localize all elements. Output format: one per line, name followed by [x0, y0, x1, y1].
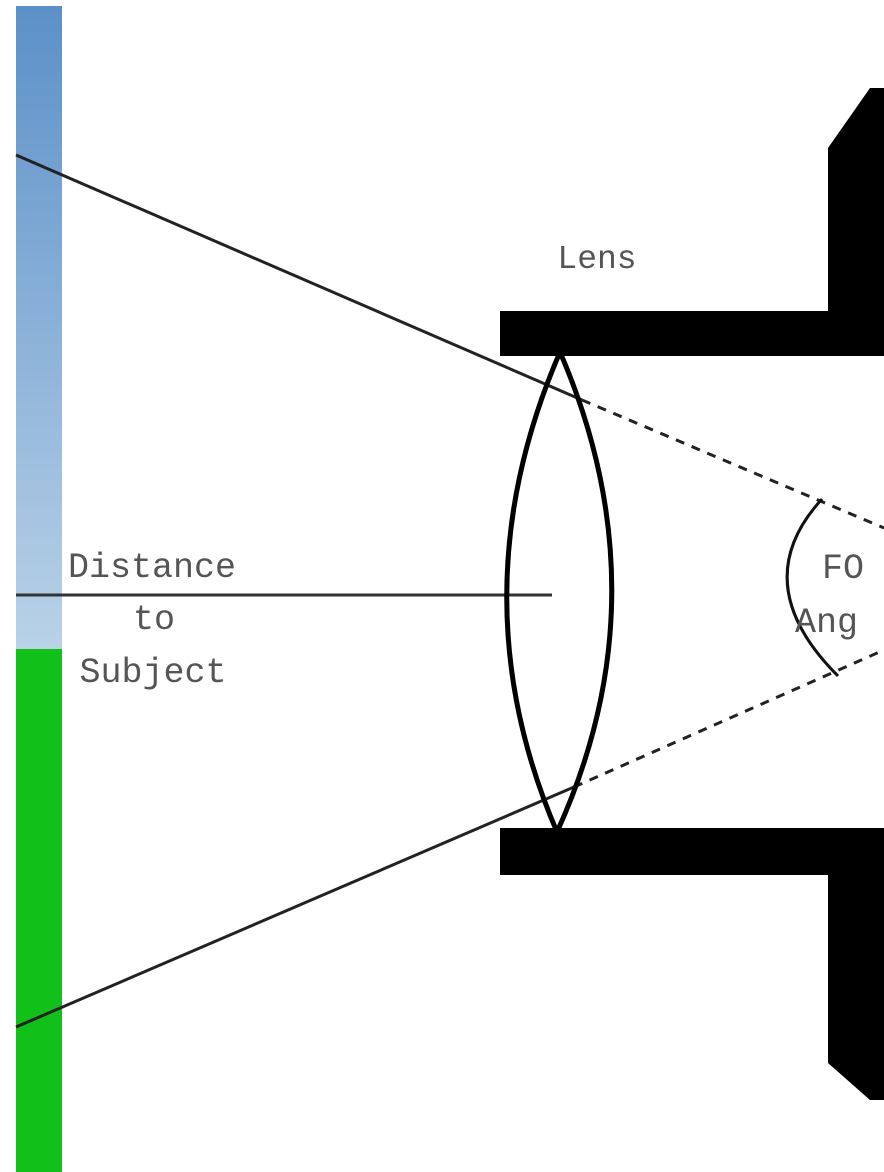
upper-ray — [15, 153, 583, 402]
upper-dashed-ray — [581, 398, 884, 530]
lens-element — [504, 345, 615, 839]
fov-label-line1: FO — [822, 549, 864, 589]
camera-body-top — [500, 88, 884, 356]
sky-bar — [16, 6, 62, 649]
distance-label-line3: Subject — [79, 653, 226, 693]
fov-label-line2: Ang — [795, 603, 858, 643]
lower-ray — [15, 785, 575, 1029]
ground-bar — [16, 649, 62, 1172]
camera-body-bottom — [500, 828, 884, 1100]
distance-label-line2: to — [133, 600, 175, 640]
fov-angle-arc — [785, 497, 840, 678]
lower-dashed-ray — [573, 648, 884, 789]
lens-label: Lens — [557, 241, 636, 278]
distance-label-line1: Distance — [68, 548, 236, 588]
